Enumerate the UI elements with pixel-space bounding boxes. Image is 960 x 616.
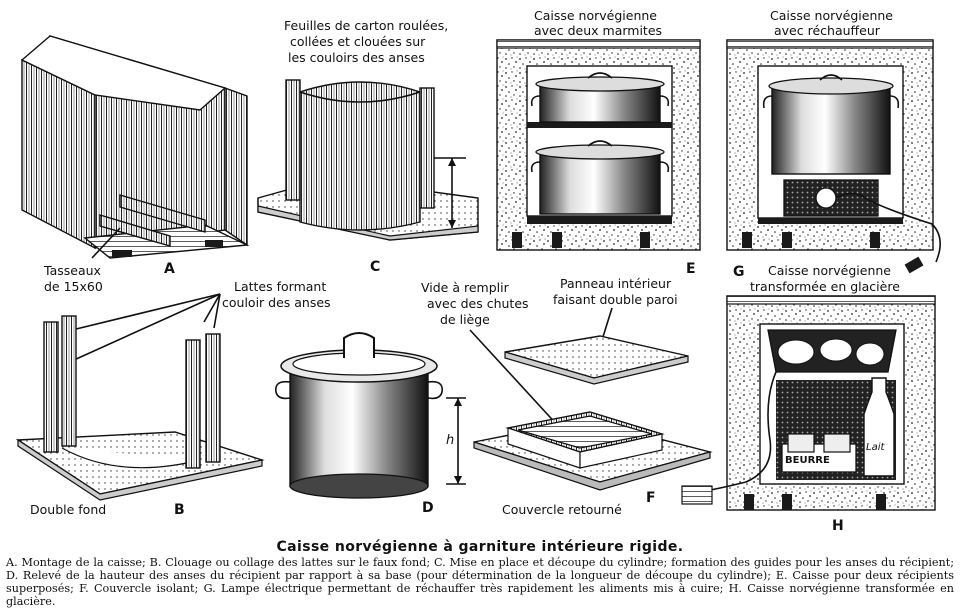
technical-illustration: Tasseaux de 15x60 A Feuilles de carton r… <box>15 8 941 534</box>
panel-e-title-line2: avec deux marmites <box>534 23 662 38</box>
panel-h-title-line1: Caisse norvégienne <box>768 263 891 278</box>
panel-h-bottle-label: Lait <box>866 442 885 453</box>
panel-f-vide-line3: de liège <box>440 312 490 327</box>
panel-e-letter: E <box>686 261 696 277</box>
panel-b-label-top-line1: Lattes formant <box>234 279 326 294</box>
panel-c-label-line1: Feuilles de carton roulées, <box>284 18 448 33</box>
panel-f-insulating-lid <box>473 335 713 491</box>
panel-g-heater-box <box>726 39 941 274</box>
panel-a-label-line1: Tasseaux <box>43 263 101 278</box>
panel-b-letter: B <box>174 502 185 518</box>
panel-h-title-line2: transformée en glacière <box>750 279 900 294</box>
panel-f-vide-line1: Vide à remplir <box>421 280 510 295</box>
panel-c-label-line2: collées et clouées sur <box>290 34 426 49</box>
panel-a-label-line2: de 15x60 <box>44 279 103 294</box>
panel-g-title-line2: avec réchauffeur <box>774 23 881 38</box>
panel-g-letter: G <box>733 264 745 280</box>
panel-f-panneau-line2: faisant double paroi <box>553 292 678 307</box>
panel-f-couvercle: Couvercle retourné <box>502 502 622 517</box>
panel-a-letter: A <box>164 261 175 277</box>
panel-h-letter: H <box>832 518 844 534</box>
panel-g-title-line1: Caisse norvégienne <box>770 8 893 23</box>
panel-d-letter: D <box>422 500 434 516</box>
panel-c-label-line3: les couloirs des anses <box>288 50 425 65</box>
panel-b-double-bottom <box>15 315 265 501</box>
panel-e-title-line1: Caisse norvégienne <box>534 8 657 23</box>
panel-b-label-bottom: Double fond <box>30 502 106 517</box>
figure-title: Caisse norvégienne à garniture intérieur… <box>276 539 684 555</box>
panel-h-jar-label: BEURRE <box>785 455 830 466</box>
panel-d-dimension-h: h <box>446 433 454 448</box>
panel-f-vide-line2: avec des chutes <box>427 296 529 311</box>
panel-c-cylinder-assembly <box>257 79 479 241</box>
panel-f-panneau-line1: Panneau intérieur <box>560 276 672 291</box>
panel-d-stock-pot <box>274 332 466 499</box>
panel-f-letter: F <box>646 490 656 506</box>
panel-a-box-frame <box>20 35 250 259</box>
panel-h-icebox <box>681 295 936 511</box>
panel-c-letter: C <box>370 259 380 275</box>
panel-e-double-pot-box <box>496 39 701 251</box>
figure-caption: A. Montage de la caisse; B. Clouage ou c… <box>6 556 954 608</box>
panel-b-label-top-line2: couloir des anses <box>222 295 331 310</box>
